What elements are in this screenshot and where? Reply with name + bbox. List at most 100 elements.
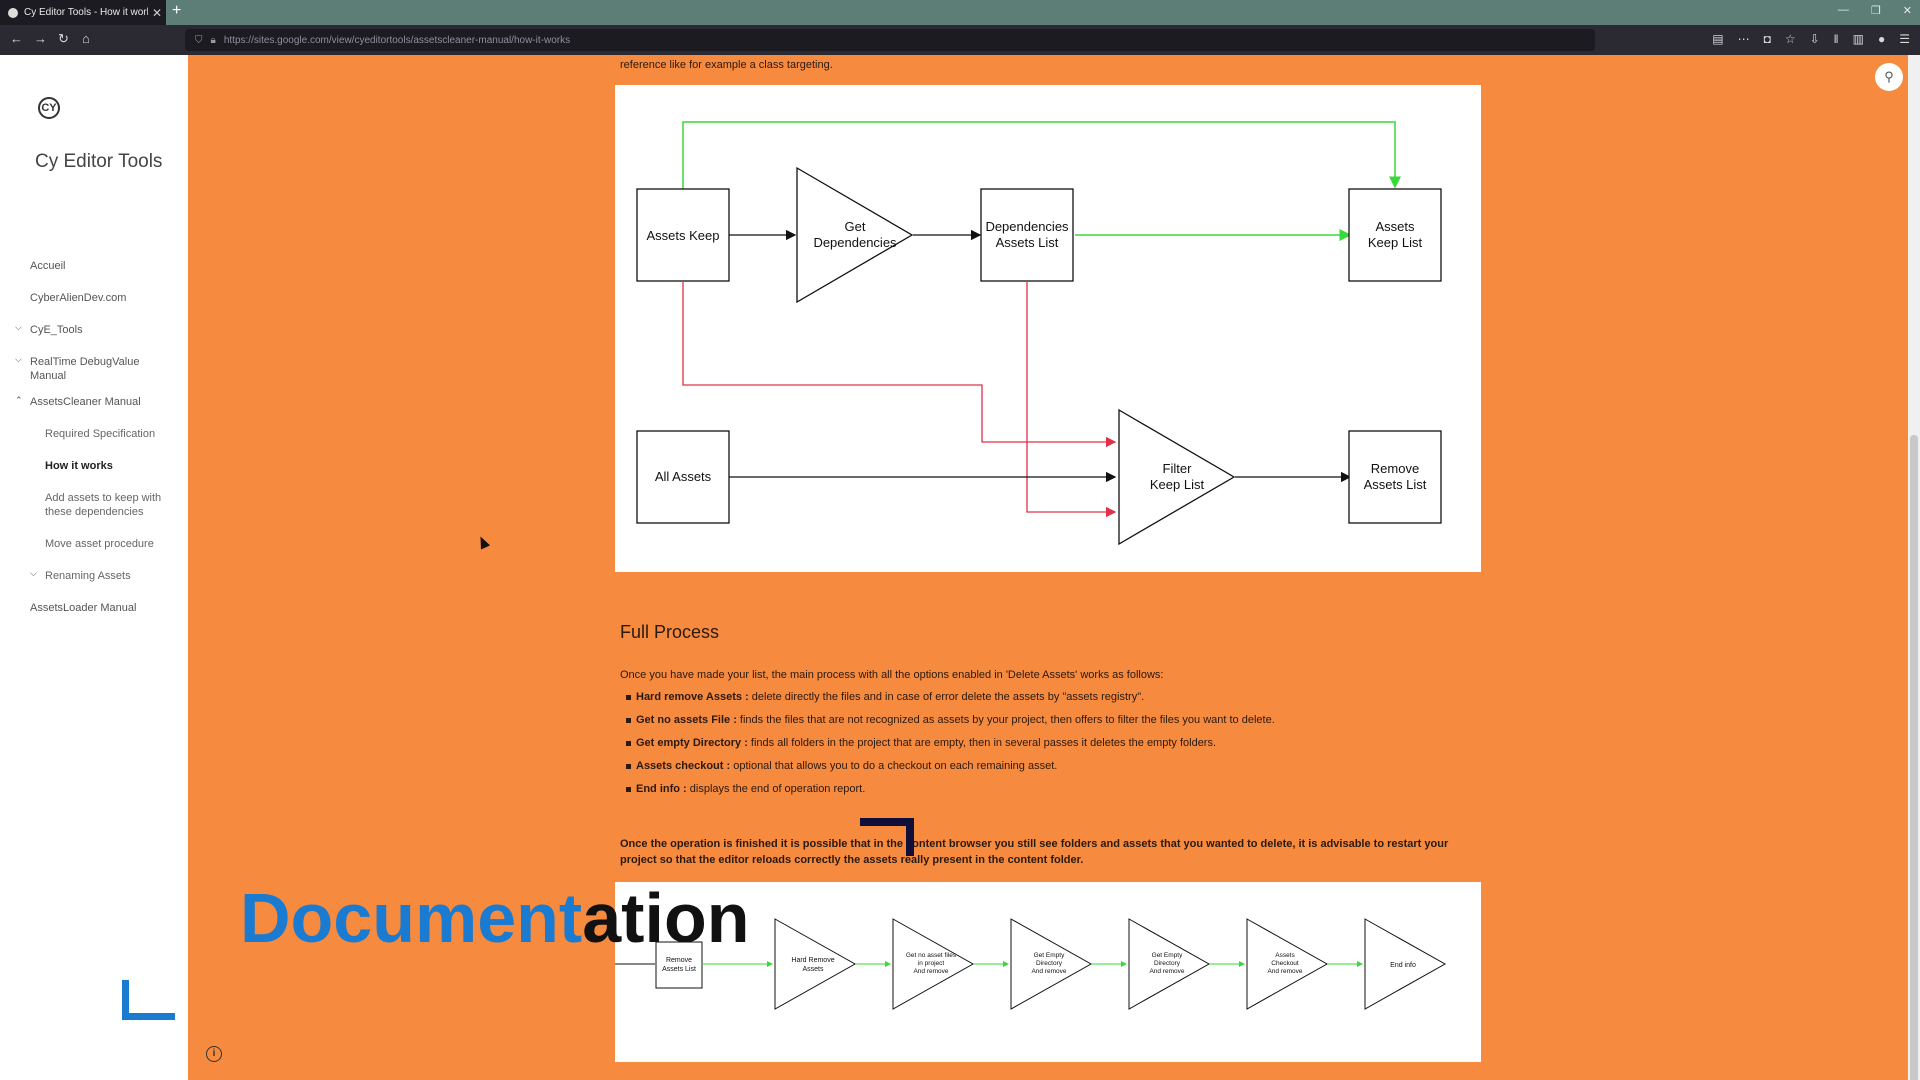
download-icon[interactable]: ⇩	[1809, 32, 1820, 46]
step-label: Hard Remove	[791, 957, 834, 964]
bullet-text: displays the end of operation report.	[686, 783, 866, 795]
list-item: End info : displays the end of operation…	[626, 781, 1275, 797]
nav-required-specification[interactable]: Required Specification	[45, 428, 156, 440]
node-all-assets	[636, 430, 730, 524]
nav-renaming-assets[interactable]: Renaming Assets	[45, 570, 131, 582]
step-node	[1364, 918, 1447, 1010]
tab-bar: Cy Editor Tools - How it works ✕ + — ❐ ✕	[0, 0, 1920, 25]
chevron-up-icon[interactable]: ⌃	[15, 395, 23, 405]
bookmark-star-icon[interactable]: ☆	[1784, 32, 1796, 46]
nav-assetsloader-manual[interactable]: AssetsLoader Manual	[30, 602, 137, 614]
restore-icon[interactable]: ❐	[1870, 5, 1881, 17]
full-process-diagram: Remove Assets List Hard Remove Assets Ge…	[615, 882, 1481, 1062]
nav-assetscleaner-manual[interactable]: AssetsCleaner Manual	[30, 396, 141, 408]
node-remove-assets-list	[1348, 430, 1442, 524]
node-label: Assets List	[662, 966, 696, 973]
browser-toolbar: ← → ↻ ⌂ ⛉ 🔒︎ https://sites.google.com/vi…	[0, 25, 1920, 55]
node-dependencies-assets-list	[980, 188, 1074, 282]
lock-icon: 🔒︎	[210, 34, 216, 46]
node-assets-keep-list-label-1: Assets	[1375, 219, 1415, 234]
nav-accueil[interactable]: Accueil	[30, 260, 66, 272]
list-item: Get no assets File : finds the files tha…	[626, 712, 1275, 728]
shield-icon[interactable]: ⛉	[195, 34, 203, 46]
node-dependencies-assets-list-label-1: Dependencies	[985, 219, 1069, 234]
close-window-icon[interactable]: ✕	[1902, 5, 1912, 17]
reload-icon[interactable]: ↻	[58, 31, 69, 46]
scrollbar-thumb[interactable]	[1910, 435, 1918, 1080]
more-icon[interactable]: ⋯	[1737, 32, 1750, 46]
list-item: Assets checkout : optional that allows y…	[626, 758, 1275, 774]
step-label: Assets	[802, 966, 824, 973]
restart-note: Once the operation is finished it is pos…	[620, 838, 1449, 866]
library-icon[interactable]: ‖	[1833, 32, 1839, 46]
step-node	[1246, 918, 1329, 1010]
window-controls: — ❐ ✕	[1838, 4, 1912, 17]
node-assets-keep	[636, 188, 730, 282]
chevron-down-icon[interactable]: ⌵	[15, 322, 22, 332]
node-assets-keep-list	[1348, 188, 1442, 282]
step-label: in project	[918, 960, 945, 967]
account-icon[interactable]: ●	[1877, 32, 1886, 46]
node-get-dependencies	[796, 166, 914, 304]
minimize-icon[interactable]: —	[1837, 4, 1849, 16]
node-assets-keep-label: Assets Keep	[647, 228, 720, 243]
bullet-text: optional that allows you to do a checkou…	[730, 760, 1058, 772]
node-get-dependencies-label-2: Dependencies	[813, 235, 897, 250]
node-get-dependencies-label-1: Get	[845, 219, 866, 234]
list-item: Hard remove Assets : delete directly the…	[626, 689, 1275, 705]
step-label: And remove	[1031, 968, 1066, 975]
overlay-bracket-top	[860, 818, 914, 856]
step-label: End info	[1390, 962, 1416, 969]
reader-view-icon[interactable]: ▤	[1712, 32, 1724, 46]
home-icon[interactable]: ⌂	[82, 31, 90, 46]
favicon-icon	[8, 7, 18, 18]
nav-realtime-debugvalue[interactable]: RealTime DebugValue Manual	[30, 356, 140, 382]
address-bar[interactable]: ⛉ 🔒︎ https://sites.google.com/view/cyedi…	[185, 29, 1595, 51]
pocket-icon[interactable]: ◘	[1763, 32, 1771, 46]
step-node	[1128, 918, 1211, 1010]
mouse-cursor-icon	[475, 534, 491, 550]
url-text: https://sites.google.com/view/cyeditorto…	[223, 34, 571, 46]
step-label: Get Empty	[1034, 952, 1065, 959]
node-remove-assets-list-label-2: Assets List	[1364, 477, 1427, 492]
scrollbar[interactable]	[1908, 55, 1920, 1080]
flow-diagram: Assets Keep Get Dependencies Dependencie…	[615, 85, 1481, 572]
node-filter-keep-list	[1118, 408, 1236, 546]
full-process-diagram-svg: Remove Assets List Hard Remove Assets Ge…	[615, 918, 1447, 1010]
step-label: Directory	[1154, 960, 1181, 967]
node-filter-keep-list-label-2: Keep List	[1150, 477, 1205, 492]
intro-text: Once you have made your list, the main p…	[620, 669, 1164, 681]
info-icon[interactable]: i	[206, 1046, 222, 1062]
site-title[interactable]: Cy Editor Tools	[35, 151, 163, 172]
tab-title: Cy Editor Tools - How it works	[24, 7, 148, 18]
sidebar-toggle-icon[interactable]: ▥	[1852, 32, 1864, 46]
node-label: Remove	[666, 957, 692, 964]
back-icon[interactable]: ←	[10, 31, 23, 46]
list-item: Get empty Directory : finds all folders …	[626, 735, 1275, 751]
forward-icon[interactable]: →	[34, 31, 47, 46]
overlay-title-blue: Document	[240, 879, 583, 957]
nav-cyberaliendev[interactable]: CyberAlienDev.com	[30, 292, 127, 304]
bullet-text: finds the files that are not recognized …	[736, 714, 1275, 726]
nav-move-asset-procedure[interactable]: Move asset procedure	[45, 538, 154, 550]
bullet-term: End info :	[636, 783, 687, 795]
nav-how-it-works[interactable]: How it works	[45, 460, 113, 472]
nav-cye-tools[interactable]: CyE_Tools	[30, 324, 83, 336]
active-tab[interactable]: Cy Editor Tools - How it works ✕	[0, 0, 166, 25]
section-title: Full Process	[620, 622, 720, 642]
node-remove-assets-list-label-1: Remove	[1371, 461, 1419, 476]
chevron-down-icon[interactable]: ⌵	[15, 354, 22, 364]
step-label: Assets	[1275, 952, 1295, 959]
chevron-down-icon[interactable]: ⌵	[30, 568, 37, 578]
site-logo[interactable]: CY	[38, 97, 60, 119]
close-tab-icon[interactable]: ✕	[151, 5, 163, 20]
overlay-title: Documentation	[240, 878, 749, 958]
step-label: Get Empty	[1152, 952, 1183, 959]
nav-add-assets-to-keep[interactable]: Add assets to keep with these dependenci…	[45, 492, 162, 518]
bullet-text: finds all folders in the project that ar…	[747, 737, 1217, 749]
new-tab-button[interactable]: +	[172, 2, 182, 19]
bullet-term: Hard remove Assets :	[636, 691, 749, 703]
search-icon[interactable]: ⚲	[1875, 63, 1903, 91]
menu-icon[interactable]: ☰	[1899, 32, 1910, 46]
bullet-term: Assets checkout :	[636, 760, 731, 772]
